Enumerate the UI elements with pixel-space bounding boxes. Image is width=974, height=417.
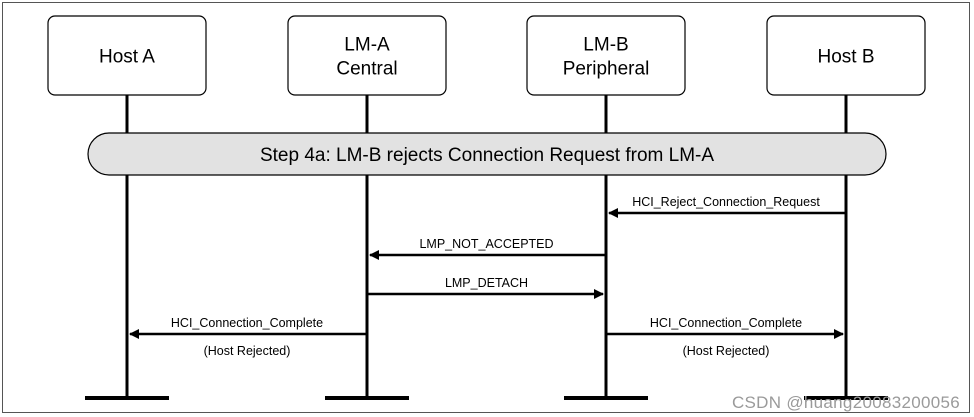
message-arrow: HCI_Reject_Connection_Request	[608, 195, 846, 218]
entity-box-lm-b: LM-B Peripheral	[526, 15, 686, 96]
message-label: HCI_Reject_Connection_Request	[632, 195, 820, 209]
entity-label-host-a: Host A	[99, 47, 155, 68]
diagram-frame	[2, 2, 970, 413]
message-arrow: LMP_NOT_ACCEPTED	[369, 237, 606, 260]
entity-label-lm-b: LM-B	[583, 35, 628, 56]
message-label: LMP_NOT_ACCEPTED	[419, 237, 553, 251]
message-label: HCI_Connection_Complete	[171, 316, 323, 330]
step-banner: Step 4a: LM-B rejects Connection Request…	[87, 132, 887, 176]
entity-label-lm-a: Central	[336, 59, 397, 80]
entity-box-host-a: Host A	[47, 15, 207, 96]
message-label: LMP_DETACH	[445, 276, 528, 290]
entity-box-host-b: Host B	[766, 15, 926, 96]
entity-label-lm-b: Peripheral	[563, 59, 650, 80]
entity-label-lm-a: LM-A	[344, 35, 390, 56]
message-arrow: LMP_DETACH	[367, 276, 604, 299]
message-arrow: HCI_Connection_Complete (Host Rejected)	[129, 316, 367, 358]
message-sublabel: (Host Rejected)	[204, 344, 291, 358]
entity-label-host-b: Host B	[817, 47, 874, 68]
message-arrow: HCI_Connection_Complete (Host Rejected)	[606, 316, 844, 358]
message-label: HCI_Connection_Complete	[650, 316, 802, 330]
message-sublabel: (Host Rejected)	[683, 344, 770, 358]
entity-box-lm-a: LM-A Central	[287, 15, 447, 96]
step-banner-text: Step 4a: LM-B rejects Connection Request…	[260, 145, 714, 166]
watermark-text: CSDN @huang20083200056	[731, 393, 960, 412]
